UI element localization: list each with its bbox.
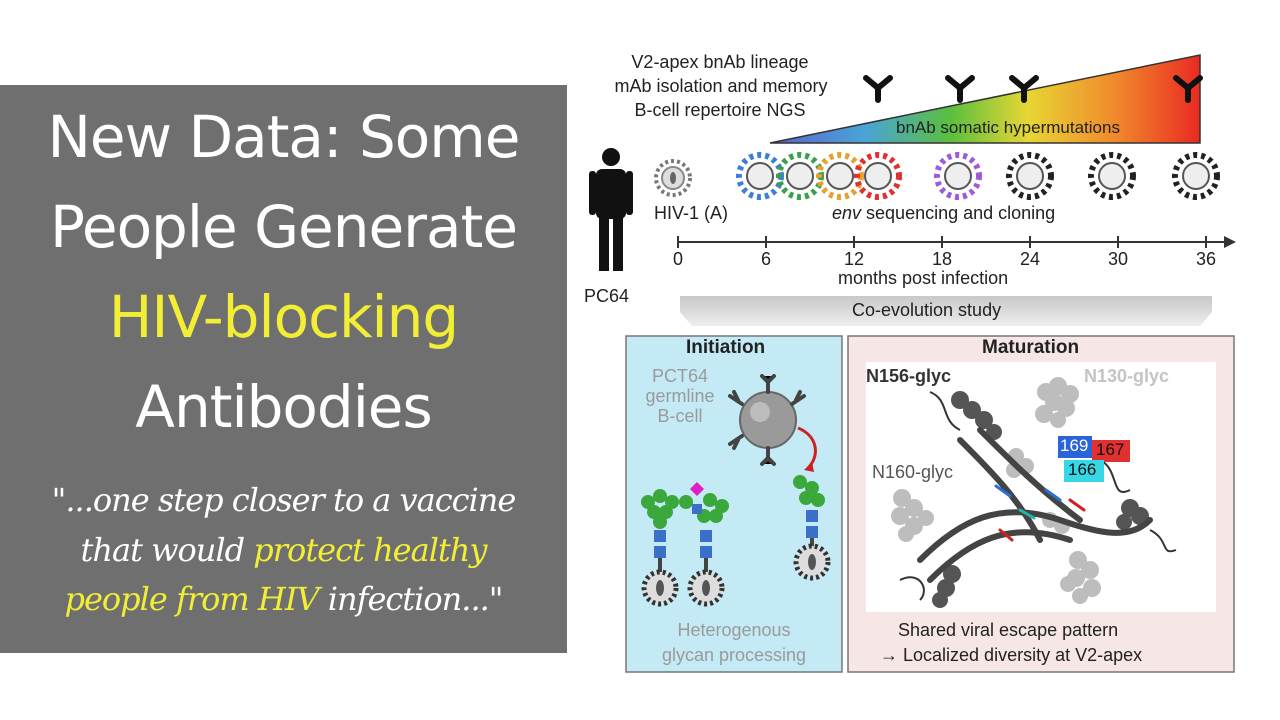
virus-icon: [1006, 152, 1054, 200]
ngs-label: B-cell repertoire NGS: [634, 100, 806, 120]
glycan-label-n160: N160-glyc: [872, 462, 954, 482]
axis-label: months post infection: [838, 268, 1009, 288]
residue-169-label: 169: [1060, 436, 1089, 455]
headline-line-2: People Generate: [49, 193, 518, 261]
escape-pattern-label-1: Shared viral escape pattern: [898, 620, 1119, 640]
env-label: env sequencing and cloning: [832, 203, 1055, 224]
residue-167-badge: [1092, 440, 1130, 462]
donor-label: PC64: [584, 286, 630, 306]
axis-tick-30: 30: [1107, 249, 1129, 269]
glycan-label-n156: N156-glyc: [866, 366, 952, 386]
virus-icon: [776, 152, 824, 200]
coevolution-band: [680, 296, 1212, 326]
quote-text-2: that would: [80, 531, 254, 569]
quote-highlight-1: protect healthy: [253, 531, 487, 569]
b-cell-icon: [728, 374, 806, 466]
antibody-icon: [945, 75, 975, 103]
axis-tick-6: 6: [760, 249, 771, 269]
person-icon: [589, 148, 633, 271]
glycan-processing-label-2: glycan processing: [661, 645, 807, 665]
env-rest: sequencing and cloning: [861, 203, 1056, 223]
virus-icon: [1172, 152, 1220, 200]
lineage-label: V2-apex bnAb lineage: [631, 52, 809, 72]
axis-tick-0: 0: [672, 249, 683, 269]
axis-tick-12: 12: [843, 249, 865, 269]
quote-highlight-2: people from HIV: [64, 580, 319, 618]
bcell-label-1: PCT64: [651, 366, 709, 386]
virus-icon: [934, 152, 982, 200]
quote-line-2: that would protect healthy: [0, 534, 567, 566]
quote-line-1: "...one step closer to a vaccine: [0, 484, 567, 516]
initiation-title: Initiation: [686, 337, 766, 358]
glycan-construct: [793, 475, 831, 581]
quote-text-3: infection...": [318, 580, 504, 618]
coevolution-label: Co-evolution study: [852, 300, 1002, 320]
quote-line-3: people from HIV infection...": [0, 583, 567, 615]
headline-line-1: New Data: Some: [47, 103, 521, 171]
glycan-label-n130: N130-glyc: [1084, 366, 1170, 386]
hypermutation-gradient: [769, 54, 1201, 144]
virus-label: HIV-1 (A): [654, 203, 729, 223]
virus-icon: [854, 152, 902, 200]
axis-tick-36: 36: [1195, 249, 1217, 269]
residue-166-badge: [1064, 460, 1104, 482]
virus-icon: [1088, 152, 1136, 200]
env-italic: env: [832, 203, 862, 223]
escape-pattern-label-2: → Localized diversity at V2-apex: [880, 645, 1143, 665]
glycan-processing-label-1: Heterogenous: [677, 620, 791, 640]
antibody-icon: [1173, 75, 1203, 103]
virus-icon: [816, 152, 864, 200]
virus-icon-founder: [654, 159, 692, 197]
quote-text-1: "...one step closer to a vaccine: [51, 481, 517, 519]
gradient-label: bnAb somatic hypermutations: [896, 118, 1120, 137]
residue-169-badge: [1058, 436, 1092, 458]
glycan-construct: [679, 482, 729, 607]
time-axis: [677, 236, 1236, 248]
residue-166-label: 166: [1068, 460, 1097, 479]
headline-line-4: Antibodies: [135, 373, 432, 441]
title-panel: [0, 85, 567, 653]
v2-apex-structure: [891, 377, 1177, 608]
headline-line-3: HIV-blocking: [108, 283, 460, 351]
virus-icon: [736, 152, 784, 200]
residue-167-label: 167: [1096, 440, 1125, 459]
axis-tick-24: 24: [1019, 249, 1041, 269]
antibody-icon: [863, 75, 893, 103]
maturation-title: Maturation: [982, 337, 1080, 358]
antibody-icon: [1009, 75, 1039, 103]
glycan-construct: [641, 489, 679, 607]
isolation-label: mAb isolation and memory: [614, 76, 828, 96]
bcell-label-2: germline: [645, 386, 715, 406]
bcell-label-3: B-cell: [657, 406, 703, 426]
axis-tick-18: 18: [931, 249, 953, 269]
